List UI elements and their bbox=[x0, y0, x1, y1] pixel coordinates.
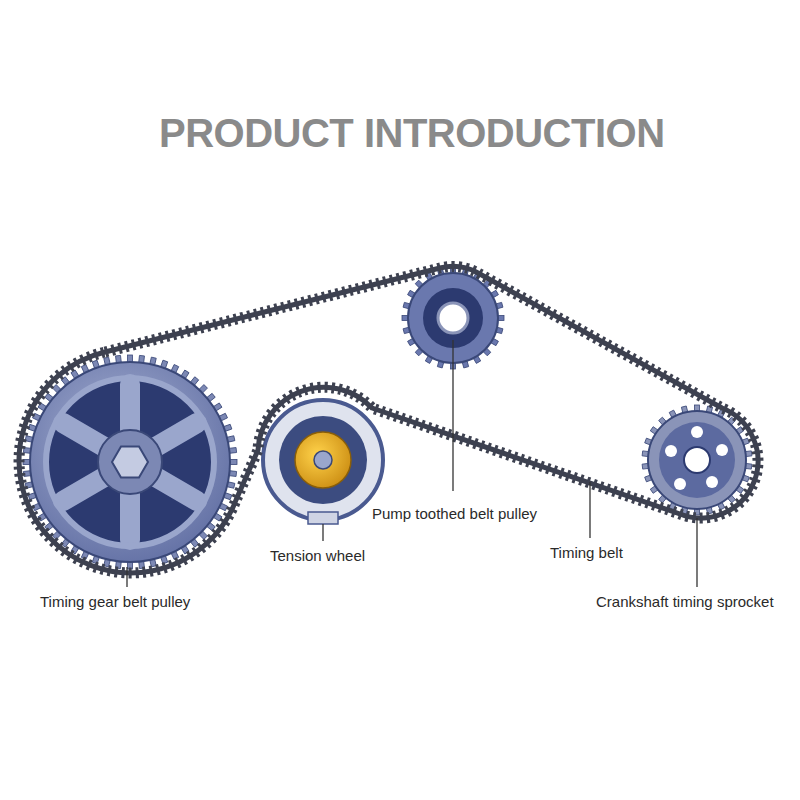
timing-belt bbox=[19, 266, 758, 573]
part-label: Tension wheel bbox=[268, 547, 367, 564]
part-label: Crankshaft timing sprocket bbox=[594, 593, 776, 610]
leader-line bbox=[589, 482, 590, 538]
leader-line bbox=[696, 518, 697, 587]
leader-line bbox=[452, 340, 453, 491]
leader-lines bbox=[127, 340, 697, 587]
timing-gear-pulley bbox=[30, 362, 230, 562]
leader-line bbox=[126, 567, 127, 587]
part-label: Pump toothed belt pulley bbox=[370, 505, 539, 522]
page-title: PRODUCT INTRODUCTION bbox=[159, 111, 665, 156]
crankshaft-sprocket bbox=[648, 411, 746, 509]
part-label: Timing belt bbox=[548, 544, 625, 561]
tension-wheel bbox=[263, 400, 383, 524]
part-label: Timing gear belt pulley bbox=[38, 593, 192, 610]
leader-line bbox=[322, 524, 323, 541]
